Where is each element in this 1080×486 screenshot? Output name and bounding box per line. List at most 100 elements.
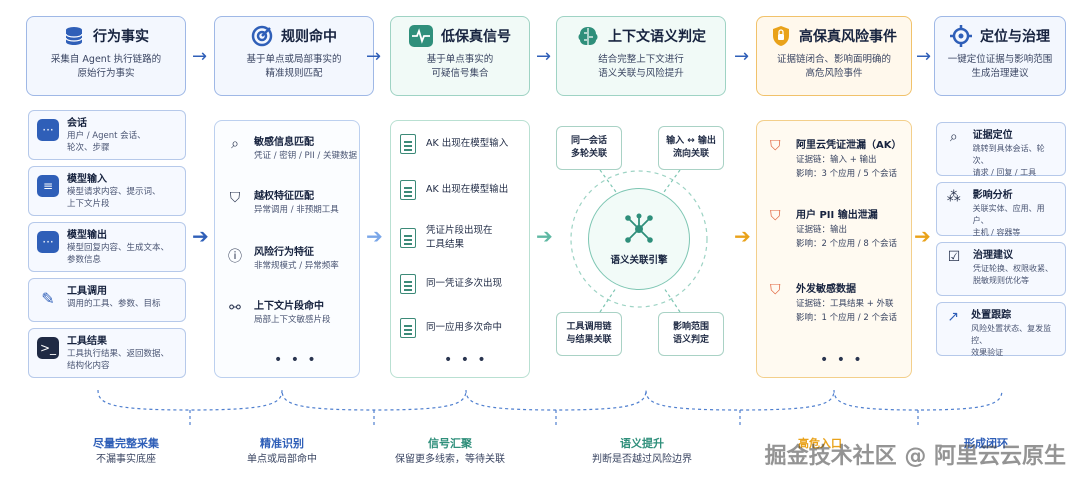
footer-title: 信号汇聚 [428,437,472,450]
rule-title: 风险行为特征 [254,247,314,258]
graph-icon: ⁂ [946,189,961,205]
fact-desc: 模型请求内容、提示词、 [67,187,161,197]
rule-item: ⓘ 风险行为特征 非常规模式 / 异常频率 [226,246,339,273]
rule-desc: 异常调用 / 非预期工具 [254,205,339,215]
context-flow-box: 输入 ↔ 输出流向关联 [658,126,724,170]
context-label: 流向关联 [672,149,709,159]
database-icon [65,27,83,45]
governance-card-locate[interactable]: ⌕ 证据定位 跳转到具体会话、轮次、 请求 / 回复 / 工具 [936,122,1066,177]
risk-evidence: 证据链：输出 [796,225,848,235]
context-label: 语义判定 [672,335,709,345]
fact-title: 会话 [67,118,87,129]
crosshair-icon [950,25,972,47]
signal-text: 同一应用多次命中 [426,322,503,333]
context-label: 影响范围 [672,322,709,332]
flow-arrow: → [366,46,382,67]
document-icon [400,274,416,294]
flow-arrow: ➔ [192,224,209,248]
context-toolchain-box: 工具调用链与结果关联 [556,312,622,356]
fact-desc: 工具执行结果、返回数据、 [67,349,170,359]
shield-alert-icon: ⛉ [770,138,781,154]
document-icon [400,228,416,248]
brain-icon [578,27,598,45]
fact-title: 工具结果 [67,336,107,347]
column-title: 规则命中 [281,29,337,45]
footer-title: 精准识别 [260,437,304,450]
governance-card-advice[interactable]: ☑ 治理建议 凭证轮换、权限收紧、 脱敏规则优化等 [936,242,1066,296]
flow-arrow: ➔ [536,224,553,248]
rule-desc: 凭证 / 密钥 / PII / 关键数据 [254,151,357,161]
footer-title: 语义提升 [620,437,664,450]
column-desc: 一键定位证据与影响范围 [947,54,1053,65]
more-ellipsis: • • • [444,352,488,368]
risk-evidence: 证据链：工具结果 + 外联 [796,299,894,309]
footer-desc: 判断是否越过风险边界 [592,454,692,465]
fact-title: 模型输入 [67,174,107,185]
column-desc: 生成治理建议 [971,68,1029,79]
risk-evidence: 证据链：输入 + 输出 [796,155,877,165]
fact-card-session: ··· 会话 用户 / Agent 会话、 轮次、步骤 [28,110,186,160]
column-header-context: 上下文语义判定 结合完整上下文进行 语义关联与风险提升 [556,16,726,96]
terminal-icon: >_ [37,337,59,359]
footer-stage: 信号汇聚 保留更多线索，等待关联 [370,436,530,468]
chat-icon: ··· [37,119,59,141]
fact-title: 工具调用 [67,286,107,297]
signal-item: 同一凭证多次出现 [400,274,526,294]
wrench-icon: ✎ [41,288,55,308]
rule-title: 敏感信息匹配 [254,137,314,148]
flow-arrow: ➔ [734,224,751,248]
signal-item: AK 出现在模型输入 [400,134,526,154]
footer-desc: 保留更多线索，等待关联 [395,454,505,465]
column-desc: 精准规则匹配 [265,68,323,79]
flow-arrow: → [536,46,552,67]
column-desc: 可疑信号集合 [431,68,489,79]
risk-impact: 影响：1 个应用 / 2 个会话 [796,313,897,323]
network-icon [625,213,653,243]
footer-title: 尽量完整采集 [93,437,159,450]
column-desc: 结合完整上下文进行 [598,54,684,65]
governance-desc: 凭证轮换、权限收紧、 [973,264,1053,273]
column-desc: 语义关联与风险提升 [598,68,684,79]
column-desc: 基于单点或局部事实的 [246,54,342,65]
flow-arrow: ➔ [914,224,931,248]
column-header-rules: 规则命中 基于单点或局部事实的 精准规则匹配 [214,16,374,96]
column-desc: 采集自 Agent 执行链路的 [50,54,162,65]
column-title: 低保真信号 [441,29,511,45]
context-impact-box: 影响范围语义判定 [658,312,724,356]
pulse-icon [409,25,433,47]
fact-card-tool-call: ✎ 工具调用 调用的工具、参数、目标 [28,278,186,322]
governance-title: 证据定位 [972,130,1013,141]
watermark: 掘金技术社区 @ 阿里云云原生 [764,444,1066,469]
shield-alert-icon: ⛉ [770,208,781,224]
fact-desc: 调用的工具、参数、目标 [67,299,161,309]
risk-impact: 影响：3 个应用 / 5 个会话 [796,169,897,179]
flow-arrow: → [916,46,932,67]
fact-desc: 结构化内容 [67,361,110,371]
engine-label: 语义关联引擎 [610,255,668,266]
column-header-facts: 行为事实 采集自 Agent 执行链路的 原始行为事实 [26,16,186,96]
shield-alert-icon: ⛉ [770,282,781,298]
fact-title: 模型输出 [67,230,107,241]
risk-title: 外发敏感数据 [796,284,856,295]
footer-braces [97,390,1003,428]
column-title: 高保真风险事件 [799,29,897,45]
governance-title: 影响分析 [972,190,1013,201]
governance-card-impact[interactable]: ⁂ 影响分析 关联实体、应用、用户、 主机 / 容器等 [936,182,1066,237]
fact-card-model-output: ··· 模型输出 模型回复内容、生成文本、 参数信息 [28,222,186,272]
risk-panel [756,120,912,378]
signals-panel [390,120,530,378]
signal-text: AK 出现在模型输出 [426,184,509,195]
document-icon [400,134,416,154]
footer-title: 形成闭环 [964,437,1008,450]
document-icon [400,318,416,338]
column-desc: 高危风险事件 [805,68,863,79]
trend-icon: ↗ [947,309,959,325]
clipboard-icon: ☑ [947,249,961,265]
column-header-governance: 定位与治理 一键定位证据与影响范围 生成治理建议 [934,16,1066,96]
context-session-box: 同一会话多轮关联 [556,126,622,170]
column-header-risk: 高保真风险事件 证据链闭合、影响面明确的 高危风险事件 [756,16,912,96]
shield-check-icon: ⛉ [229,190,241,206]
governance-desc: 关联实体、应用、用户、 [972,204,1045,225]
column-desc: 原始行为事实 [77,68,135,79]
governance-card-tracking[interactable]: ↗ 处置跟踪 风险处置状态、复发监控、 效果验证 [936,302,1066,357]
